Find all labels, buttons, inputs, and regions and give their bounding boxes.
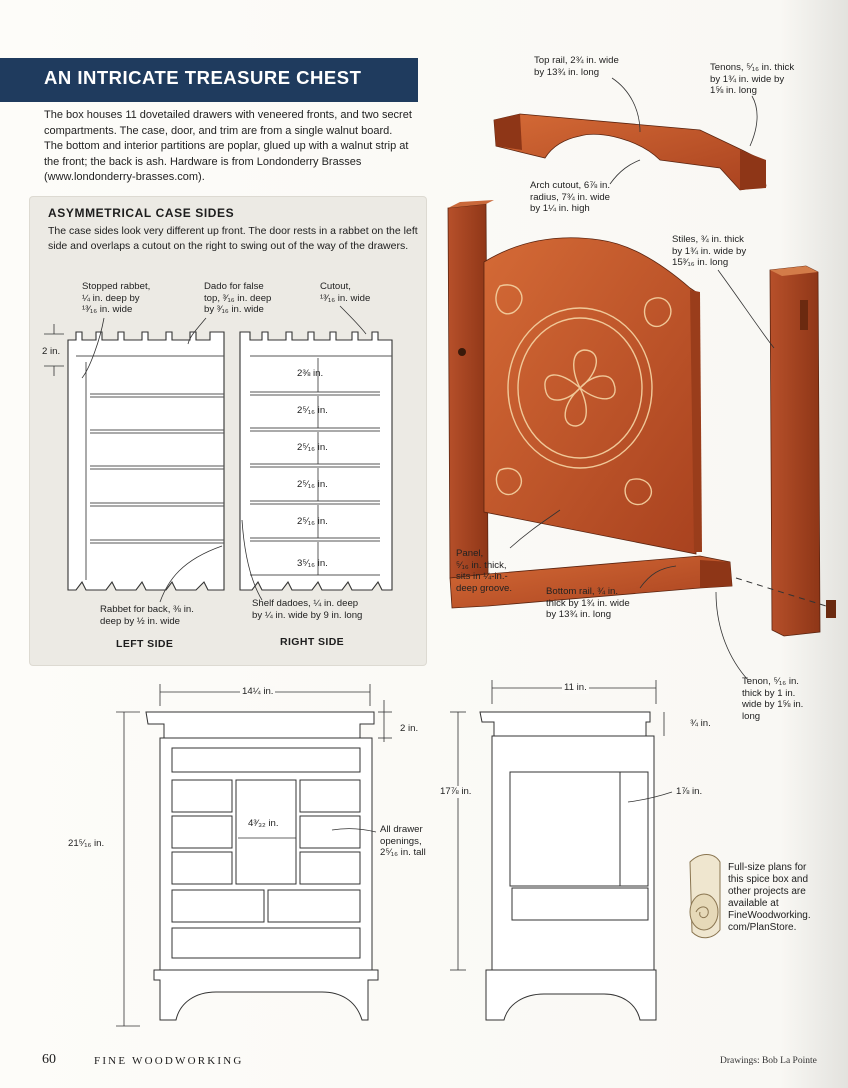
callout-top-rail: Top rail, 2¾ in. wide by 13¾ in. long	[534, 55, 619, 78]
dim-height-total: 21⁵⁄₁₆ in.	[68, 838, 105, 849]
article-title: AN INTRICATE TREASURE CHEST	[44, 67, 362, 88]
dim-inset: 1⅞ in.	[676, 786, 703, 797]
dim-drawer-width: 4³⁄₃₂ in.	[248, 818, 279, 829]
article-title-banner: AN INTRICATE TREASURE CHEST	[0, 58, 418, 102]
callout-bottom-rail: Bottom rail, ¾ in. thick by 1¾ in. wide …	[546, 586, 630, 620]
label-stopped-rabbet: Stopped rabbet, ¼ in. deep by ¹³⁄₁₆ in. …	[82, 281, 151, 315]
plans-promo: Full-size plans for this spice box and o…	[728, 862, 811, 933]
label-dado: Dado for false top, ³⁄₁₆ in. deep by ³⁄₁…	[204, 281, 272, 315]
dim-three-quarter: ¾ in.	[690, 718, 711, 729]
label-drawer-openings: All drawer openings, 2⁵⁄₁₆ in. tall	[380, 824, 426, 858]
label-shelf-dadoes: Shelf dadoes, ¼ in. deep by ¼ in. wide b…	[252, 598, 363, 621]
label-cutout: Cutout, ¹³⁄₁₆ in. wide	[320, 281, 371, 304]
callout-tenons: Tenons, ⁵⁄₁₆ in. thick by 1¾ in. wide by…	[710, 62, 795, 96]
door-panel	[483, 237, 697, 555]
spacing-3: 2⁵⁄₁₆ in.	[297, 442, 328, 453]
callout-tenon: Tenon, ⁵⁄₁₆ in. thick by 1 in. wide by 1…	[742, 676, 804, 722]
label-rabbet-back: Rabbet for back, ⅜ in. deep by ½ in. wid…	[100, 604, 194, 627]
callout-panel: Panel, ⁵⁄₁₆ in. thick, sits in ¼-in.- de…	[456, 548, 513, 594]
spacing-6: 3⁵⁄₁₆ in.	[297, 558, 328, 569]
sidebar-text: The case sides look very different up fr…	[48, 225, 418, 252]
dim-height-side: 17⅞ in.	[440, 786, 472, 798]
magazine-name: FINE WOODWORKING	[94, 1055, 244, 1067]
callout-stiles: Stiles, ¾ in. thick by 1¾ in. wide by 15…	[672, 234, 747, 268]
caption-right-side: RIGHT SIDE	[280, 636, 345, 648]
caption-left-side: LEFT SIDE	[116, 638, 174, 650]
spacing-5: 2⁵⁄₁₆ in.	[297, 516, 328, 527]
drawing-credit: Drawings: Bob La Pointe	[720, 1056, 817, 1066]
spacing-4: 2⁵⁄₁₆ in.	[297, 479, 328, 490]
label-two-in: 2 in.	[42, 346, 61, 357]
dim-width: 14¼ in.	[240, 686, 276, 698]
page-number: 60	[42, 1052, 56, 1067]
dim-top-two: 2 in.	[400, 723, 419, 734]
spacing-2: 2⁵⁄₁₆ in.	[297, 405, 328, 416]
article-intro: The box houses 11 dovetailed drawers wit…	[44, 109, 412, 183]
top-rail	[493, 113, 767, 191]
sidebar-title: ASYMMETRICAL CASE SIDES	[48, 206, 235, 220]
spacing-1: 2⅜ in.	[297, 368, 324, 379]
right-side-panel	[239, 331, 393, 591]
dim-depth: 11 in.	[562, 682, 589, 694]
callout-arch: Arch cutout, 6⅞ in. radius, 7¾ in. wide …	[530, 180, 610, 214]
